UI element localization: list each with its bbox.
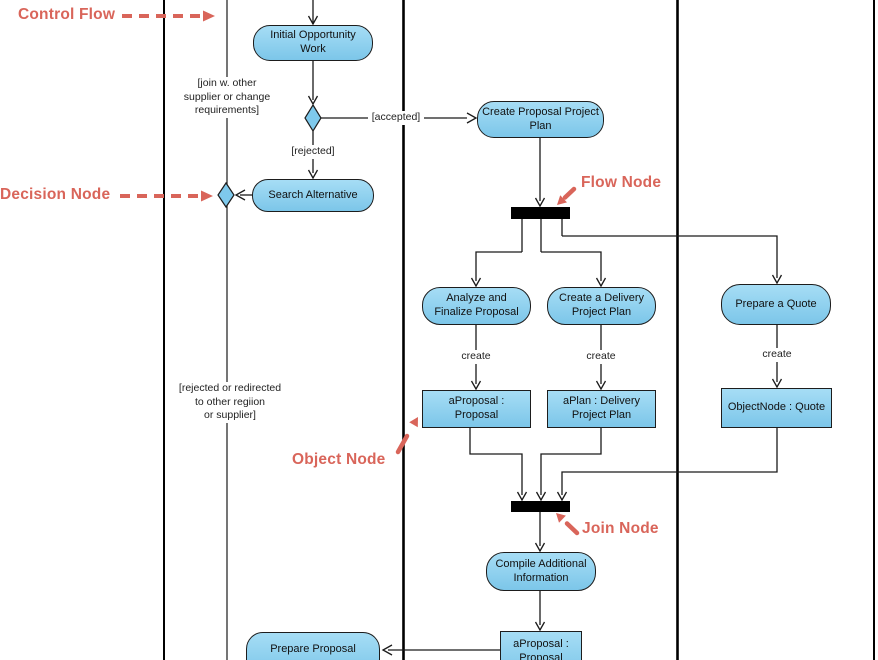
edge-label-create-3: create (757, 348, 797, 362)
activity-label: Plan (529, 119, 552, 132)
object-node-aproposal: aProposal : Proposal (422, 390, 531, 428)
activity-label: Compile Additional (495, 557, 587, 570)
edge-objquote-to-join (561, 428, 778, 495)
activity-create-proposal-project-plan: Create Proposal Project Plan (477, 101, 604, 138)
callout-decision-node: Decision Node (0, 186, 111, 203)
swimlane-lines (163, 0, 875, 660)
arrowheads (234, 15, 783, 656)
activity-label: Create Proposal Project (482, 105, 599, 118)
object-node-label: Project Plan (571, 409, 632, 421)
activity-label: Information (513, 571, 569, 584)
flow-node-callout-arrowhead (557, 195, 567, 205)
edge-objproposal-to-join (469, 428, 523, 495)
object-node-quote: ObjectNode : Quote (721, 388, 832, 428)
callout-control-flow: Control Flow (18, 6, 116, 23)
control-flow-callout-arrowhead (203, 10, 215, 22)
activity-label: Finalize Proposal (434, 306, 519, 318)
guard-rejected: [rejected] (287, 145, 339, 159)
activity-label: Project Plan (571, 306, 632, 318)
object-node-aproposal-2: aProposal : Proposal (500, 631, 582, 660)
object-node-aplan: aPlan : Delivery Project Plan (547, 390, 656, 428)
edge-label-create-2: create (581, 350, 621, 364)
callout-flow-node: Flow Node (581, 174, 662, 191)
decision-diamond-accept (304, 103, 322, 133)
activity-label: Analyze and (446, 292, 507, 305)
edge-fork-to-analyze (475, 251, 522, 281)
object-node-label: aProposal : (513, 637, 569, 650)
decision-node-callout-arrowhead (201, 190, 213, 202)
object-node-label: ObjectNode : Quote (727, 401, 826, 414)
activity-label: Prepare Proposal (270, 642, 356, 655)
guard-rejected-or-redirected: [rejected or redirected to other regiion… (170, 382, 290, 423)
decision-diamond-callout (217, 181, 235, 209)
callout-join-node: Join Node (582, 520, 659, 537)
object-node-label: aProposal : Proposal (448, 395, 505, 421)
fork-tails (521, 219, 563, 252)
guard-join-with-other-supplier: [join w. other supplier or change requir… (170, 77, 284, 118)
activity-label: Prepare a Quote (735, 297, 817, 310)
activity-label: Search Alternative (268, 188, 358, 201)
edge-fork-to-delivery (541, 251, 602, 281)
activity-analyze-and-finalize-proposal: Analyze and Finalize Proposal (422, 287, 531, 325)
object-node-label: aPlan : Delivery (562, 395, 641, 408)
edge-fork-to-quote (562, 235, 778, 278)
object-node-callout-arrow (395, 433, 410, 455)
callout-object-node: Object Node (292, 451, 386, 468)
join-node-callout-arrow (564, 521, 580, 536)
activity-create-a-delivery-project-plan: Create a Delivery Project Plan (547, 287, 656, 325)
guard-accepted: [accepted] (368, 111, 424, 125)
activity-initial-opportunity-work: Initial Opportunity Work (253, 25, 373, 61)
activity-label: Create a Delivery (559, 292, 644, 305)
fork-bar (511, 207, 570, 219)
edge-label-create-1: create (456, 350, 496, 364)
activity-prepare-proposal: Prepare Proposal (246, 632, 380, 660)
activity-search-alternative: Search Alternative (252, 179, 374, 212)
object-node-callout-arrowhead (409, 417, 418, 428)
join-bar (511, 501, 570, 512)
join-node-callout-arrowhead (556, 513, 566, 523)
activity-prepare-a-quote: Prepare a Quote (721, 284, 831, 325)
activity-compile-additional-information: Compile Additional Information (486, 552, 596, 591)
annotation-arrows (120, 10, 580, 536)
edge-objplan-to-join (540, 428, 602, 495)
activity-label: Initial Opportunity Work (270, 29, 356, 55)
flow-node-callout-arrow (562, 186, 577, 200)
object-node-label: Proposal (519, 651, 563, 660)
